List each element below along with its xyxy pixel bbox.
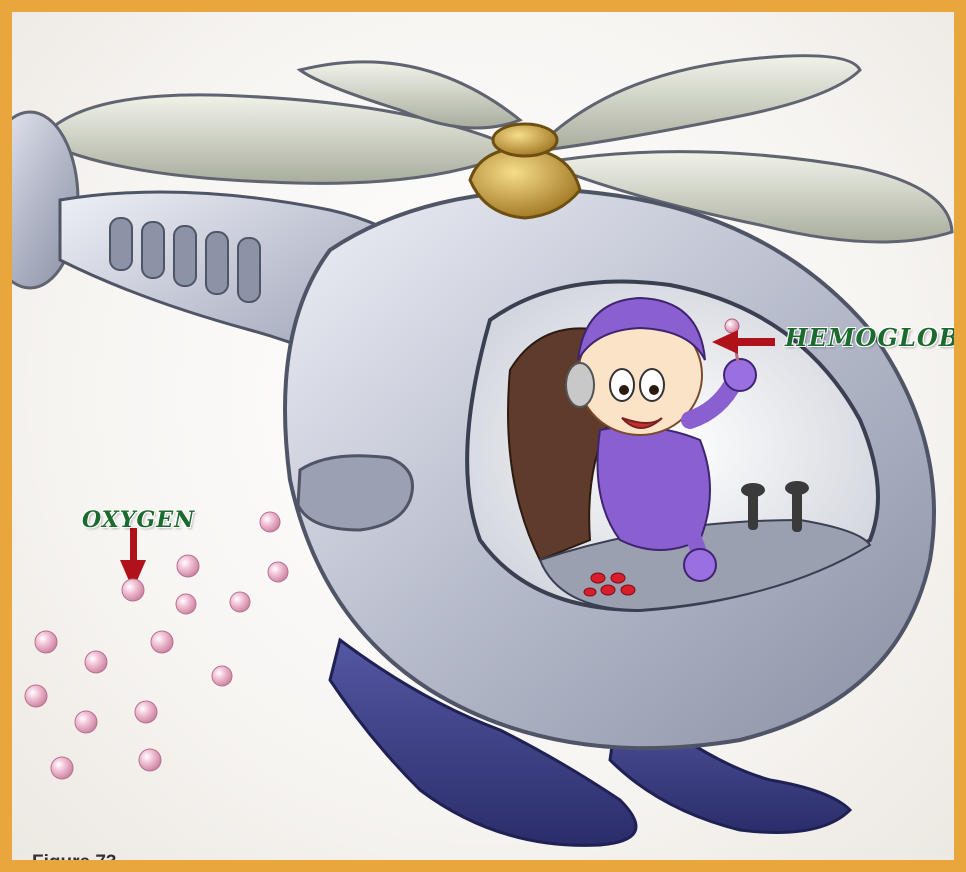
hemoglobin-label: HEMOGLOBIN bbox=[785, 323, 966, 352]
oxygen-bubbles bbox=[25, 512, 288, 779]
figure-caption: Figure 73. bbox=[32, 852, 122, 872]
oxygen-label: OXYGEN bbox=[82, 507, 195, 533]
door-handle bbox=[298, 456, 413, 530]
helicopter-illustration bbox=[12, 12, 954, 860]
